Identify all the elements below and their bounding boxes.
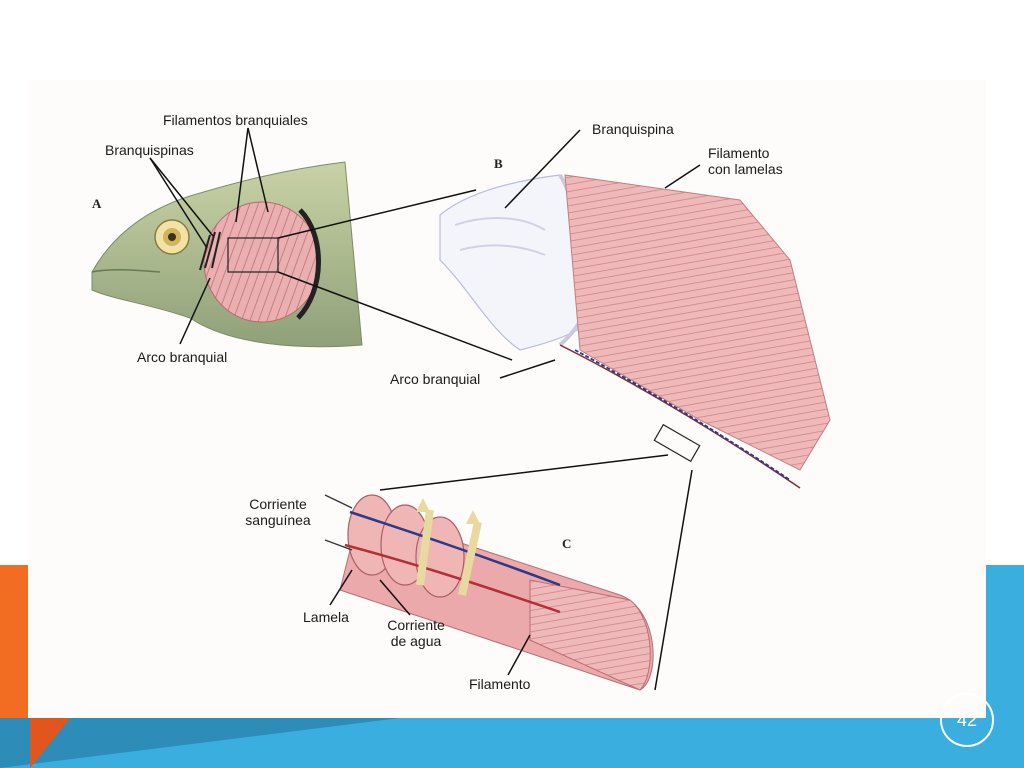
gill-region-a	[199, 201, 321, 323]
label-corriente-sanguinea-line2: sanguínea	[245, 512, 311, 528]
label-corriente-sanguinea-line1: Corriente	[249, 496, 307, 512]
filaments-b	[559, 174, 831, 489]
orange-corner-triangle	[30, 718, 70, 768]
label-filamento-con-lamelas-line1: Filamento	[708, 145, 770, 161]
filament-detail-c	[324, 494, 654, 691]
label-filamento-con-lamelas-line2: con lamelas	[708, 161, 783, 177]
label-corriente-agua-line2: de agua	[390, 633, 442, 649]
label-lamela: Lamela	[303, 609, 349, 625]
label-filamentos-branquiales: Filamentos branquiales	[163, 112, 308, 128]
label-arco-branquial-a: Arco branquial	[137, 349, 228, 365]
label-branquispina: Branquispina	[592, 121, 674, 137]
label-branquispinas: Branquispinas	[105, 142, 194, 158]
label-arco-branquial-b: Arco branquial	[390, 371, 481, 387]
panel-letter-c: C	[562, 536, 572, 551]
leader-lines	[149, 127, 701, 691]
label-corriente-agua-line1: Corriente	[387, 617, 445, 633]
label-filamento: Filamento	[469, 676, 531, 692]
panel-letter-a: A	[92, 196, 102, 211]
panel-letter-b: B	[494, 156, 503, 171]
slide-number: 42	[940, 693, 994, 747]
